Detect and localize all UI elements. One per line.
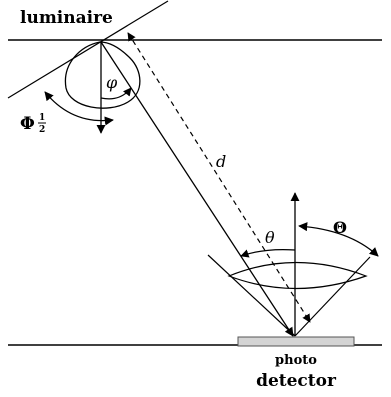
fov-angle-arc xyxy=(298,222,379,257)
phi-half-denominator: 2 xyxy=(39,125,45,135)
theta-angle-arc xyxy=(240,249,296,258)
detector-label-line1: photo xyxy=(275,353,317,368)
luminaire-label: luminaire xyxy=(20,8,113,28)
luminaire-mount-line xyxy=(7,0,169,99)
distance-label: d xyxy=(216,152,226,171)
detector-label-line2: detector xyxy=(256,371,337,391)
fov-cone-right xyxy=(294,256,371,337)
photodetector-body xyxy=(237,336,355,347)
fov-cone-left xyxy=(207,254,296,337)
theta-label: θ xyxy=(265,228,275,247)
concentrator-lens xyxy=(227,261,368,290)
fov-label: Θ xyxy=(333,218,347,237)
phi-half-numerator: 1 xyxy=(39,113,45,123)
distance-dashed-line xyxy=(127,32,311,323)
luminaire-radiation-lobe xyxy=(64,41,141,109)
half-power-angle-arc xyxy=(44,91,114,126)
phi-label: φ xyxy=(106,73,118,92)
phi-half-symbol: Φ xyxy=(20,114,35,134)
light-ray xyxy=(100,41,294,337)
